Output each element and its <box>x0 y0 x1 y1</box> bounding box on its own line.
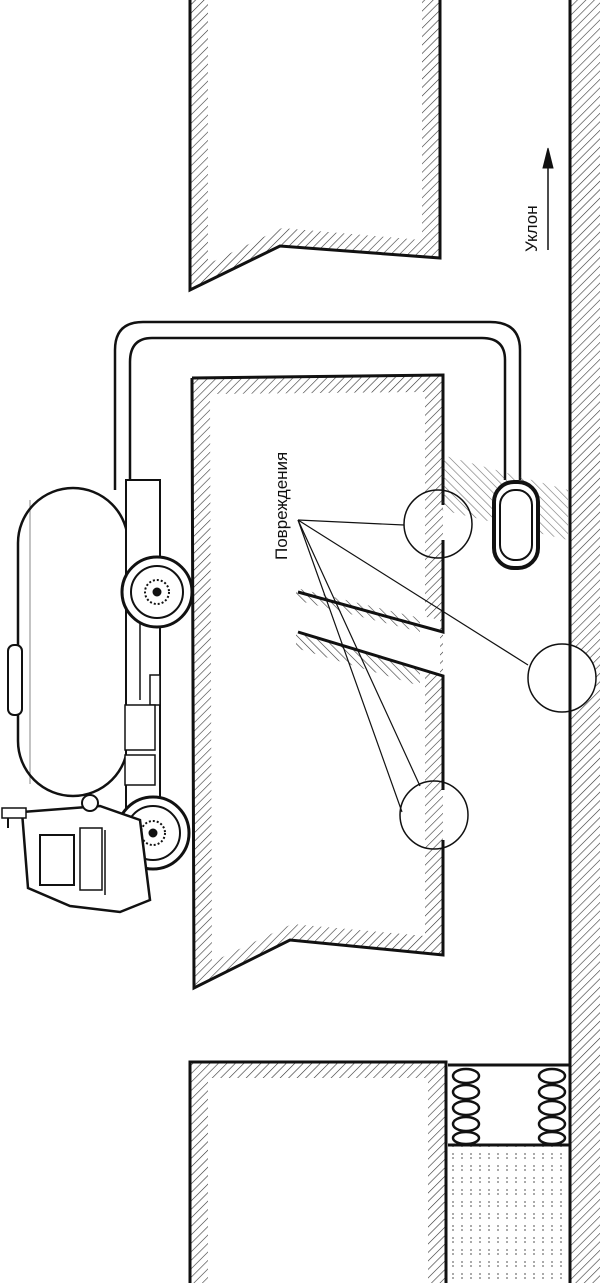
top-rock-pillar <box>188 0 442 293</box>
right-gallery-wall <box>568 0 600 1283</box>
slope-arrow <box>542 147 554 250</box>
sandbag-dam <box>451 1067 567 1146</box>
bottom-rock-pillar <box>188 1060 448 1283</box>
tanker-truck <box>1 479 194 914</box>
rear-wheel <box>120 555 194 629</box>
damage-marker-pillar-lower <box>399 780 469 850</box>
hose-pipe-coupling <box>442 455 568 570</box>
damage-marker-pillar-upper <box>403 489 473 559</box>
slope-label: Уклон <box>522 205 541 252</box>
transfer-hose <box>113 320 522 490</box>
damage-leader-lines <box>297 519 529 813</box>
middle-rock-pillar <box>190 373 445 991</box>
damage-marker-gallery <box>527 643 597 713</box>
truck-cab <box>1 794 152 914</box>
tank-body <box>16 486 130 798</box>
damage-label: Повреждения <box>272 451 291 560</box>
